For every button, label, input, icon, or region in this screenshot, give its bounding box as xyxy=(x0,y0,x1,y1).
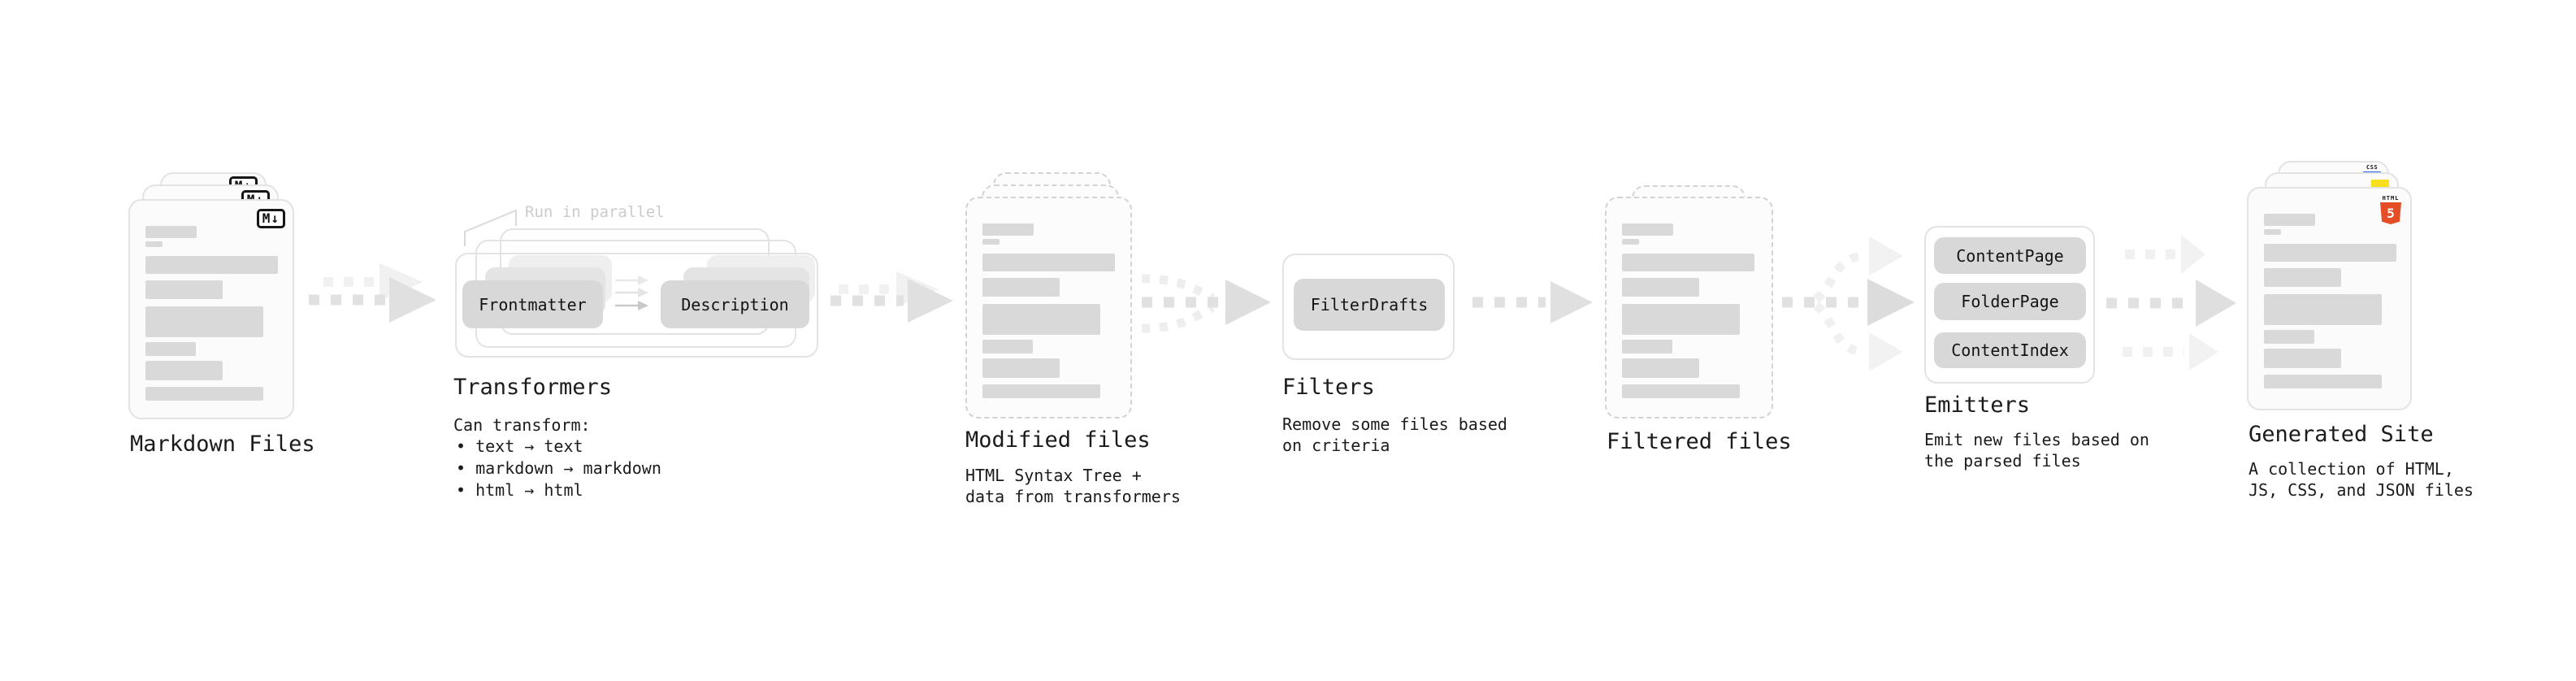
filters-box xyxy=(1282,254,1455,360)
description-line: on criteria xyxy=(1282,436,1390,455)
emitters-description: Emit new files based on the parsed files xyxy=(1924,429,2149,471)
javascript-icon xyxy=(2371,180,2389,187)
generated-site-description: A collection of HTML, JS, CSS, and JSON … xyxy=(2249,458,2474,501)
filtered-file-card-front xyxy=(1605,197,1773,419)
file-content-bars xyxy=(130,201,293,418)
content-placeholder-bar xyxy=(1622,304,1740,335)
emitters-box xyxy=(1924,226,2095,384)
content-placeholder-bar xyxy=(145,306,263,337)
stage-title-transformers: Transformers xyxy=(453,375,613,400)
modified-files-description: HTML Syntax Tree + data from transformer… xyxy=(965,465,1181,507)
emitter-folderpage-pill: FolderPage xyxy=(1934,283,2086,320)
emitter-contentpage-pill: ContentPage xyxy=(1934,237,2086,274)
description-line: data from transformers xyxy=(965,487,1181,506)
content-placeholder-bar xyxy=(1622,358,1699,378)
stage-title-filtered-files: Filtered files xyxy=(1607,429,1792,454)
html5-shield: 5 xyxy=(2380,202,2401,224)
content-placeholder-bar xyxy=(982,223,1034,236)
content-placeholder-bar xyxy=(1622,340,1672,354)
description-line: HTML Syntax Tree + xyxy=(965,466,1142,485)
content-placeholder-bar xyxy=(2264,244,2396,262)
stage-title-emitters: Emitters xyxy=(1924,393,2031,418)
content-placeholder-bar xyxy=(145,241,163,247)
content-placeholder-bar xyxy=(2264,229,2281,235)
generated-file-card-front: HTML 5 xyxy=(2247,187,2412,410)
stage-title-markdown-files: Markdown Files xyxy=(130,432,315,457)
bullet-item: • html → html xyxy=(456,480,583,500)
content-placeholder-bar xyxy=(1622,254,1754,271)
filters-description: Remove some files based on criteria xyxy=(1282,414,1507,456)
modified-file-card-front xyxy=(965,197,1132,419)
content-placeholder-bar xyxy=(145,226,197,238)
description-line: A collection of HTML, xyxy=(2249,459,2454,479)
markdown-icon: M↓ xyxy=(256,209,285,228)
transformers-description: Can transform: xyxy=(453,415,591,435)
content-placeholder-bar xyxy=(2264,375,2382,388)
content-placeholder-bar xyxy=(1622,278,1699,297)
file-content-bars xyxy=(967,198,1130,417)
arrow-fanout-filtered-to-emitters xyxy=(1782,236,1915,371)
content-placeholder-bar xyxy=(1622,223,1673,236)
arrow-markdown-to-transformers xyxy=(309,263,436,323)
arrows-emitters-to-generated xyxy=(2106,235,2236,371)
css-wordmark: CSS xyxy=(2366,164,2379,171)
stage-title-filters: Filters xyxy=(1282,375,1375,400)
content-placeholder-bar xyxy=(2264,268,2341,287)
filter-drafts-pill: FilterDrafts xyxy=(1294,279,1445,331)
description-line: the parsed files xyxy=(1924,451,2081,471)
arrow-transformers-to-modified xyxy=(830,271,953,323)
html5-wordmark: HTML xyxy=(2382,195,2400,202)
content-placeholder-bar xyxy=(982,239,1000,245)
content-placeholder-bar xyxy=(2264,294,2382,325)
arrow-merge-modified-to-filters xyxy=(1141,274,1271,333)
markdown-file-card-front: M↓ xyxy=(128,199,294,419)
content-placeholder-bar xyxy=(2264,214,2315,226)
content-placeholder-bar xyxy=(982,278,1060,297)
description-line: JS, CSS, and JSON files xyxy=(2249,480,2474,500)
arrow-filters-to-filtered xyxy=(1472,281,1593,323)
content-placeholder-bar xyxy=(982,254,1115,271)
run-in-parallel-note: Run in parallel xyxy=(525,203,665,221)
content-placeholder-bar xyxy=(145,342,196,356)
html5-icon: HTML 5 xyxy=(2379,195,2402,224)
description-line: Emit new files based on xyxy=(1924,430,2149,449)
content-placeholder-bar xyxy=(982,358,1060,378)
content-placeholder-bar xyxy=(145,256,278,274)
bullet-item: • markdown → markdown xyxy=(456,458,661,478)
content-placeholder-bar xyxy=(145,280,223,299)
description-line: Remove some files based xyxy=(1282,414,1507,434)
content-placeholder-bar xyxy=(982,340,1033,354)
file-content-bars xyxy=(2249,189,2410,409)
bullet-item: • text → text xyxy=(456,436,583,456)
html5-number: 5 xyxy=(2387,206,2395,221)
content-placeholder-bar xyxy=(1622,239,1639,245)
content-placeholder-bar xyxy=(145,361,223,380)
file-content-bars xyxy=(1607,198,1772,417)
content-placeholder-bar xyxy=(2264,349,2341,368)
stage-title-generated-site: Generated Site xyxy=(2249,422,2434,447)
transformer-description-pill: Description xyxy=(661,280,809,328)
content-placeholder-bar xyxy=(145,387,263,401)
content-placeholder-bar xyxy=(2264,330,2314,344)
transformers-box-front xyxy=(455,253,818,358)
content-placeholder-bar xyxy=(982,304,1100,335)
content-placeholder-bar xyxy=(1622,384,1740,398)
content-placeholder-bar xyxy=(982,384,1100,398)
stage-title-modified-files: Modified files xyxy=(965,427,1151,453)
transformers-bullet-list: • text → text • markdown → markdown • ht… xyxy=(456,436,661,501)
emitter-contentindex-pill: ContentIndex xyxy=(1934,332,2086,368)
transformer-frontmatter-pill: Frontmatter xyxy=(462,280,603,328)
